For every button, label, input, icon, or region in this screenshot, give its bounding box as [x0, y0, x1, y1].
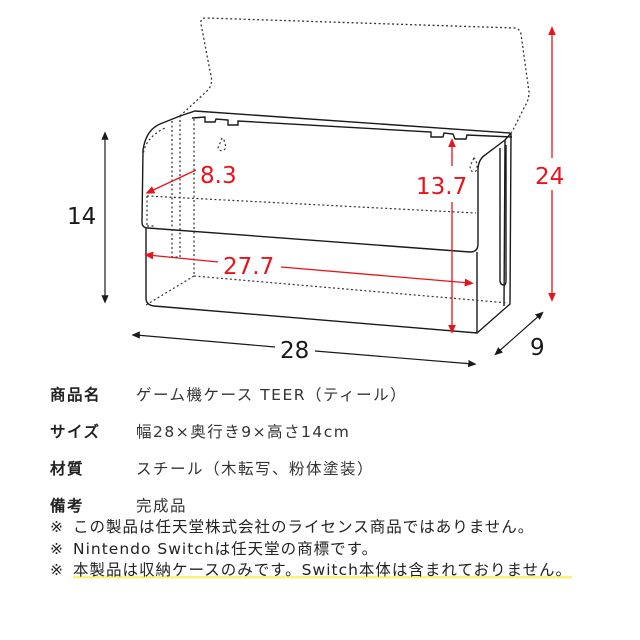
note-license: ※ この製品は任天堂株式会社のライセンス商品ではありません。: [50, 517, 620, 539]
red-dimension-lines: [144, 26, 556, 334]
dim-width: 28: [280, 338, 309, 364]
notes-list: ※ この製品は任天堂株式会社のライセンス商品ではありません。 ※ Nintend…: [50, 517, 620, 582]
spec-table: 商品名 ゲーム機ケース TEER（ティール） サイズ 幅28×奥行き9×高さ14…: [50, 375, 610, 523]
dim-open-height: 24: [535, 164, 564, 190]
open-lid-outline: [179, 17, 530, 133]
spec-row-product-name: 商品名 ゲーム機ケース TEER（ティール）: [50, 375, 610, 412]
dim-inner-depth: 8.3: [200, 163, 237, 189]
box-body: [141, 110, 513, 334]
dim-inner-width: 27.7: [223, 254, 274, 280]
dim-height: 14: [67, 204, 96, 230]
spec-value: スチール（木転写、粉体塗装）: [136, 459, 375, 478]
spec-label: サイズ: [50, 422, 101, 441]
note-text: この製品は任天堂株式会社のライセンス商品ではありません。: [73, 518, 535, 536]
dim-inner-height: 13.7: [416, 174, 467, 200]
spec-value: ゲーム機ケース TEER（ティール）: [136, 385, 408, 404]
spec-value: 完成品: [136, 496, 188, 515]
note-text: Nintendo Switchは任天堂の商標です。: [73, 539, 379, 558]
note-mark: ※: [50, 539, 64, 558]
spec-label: 商品名: [50, 385, 102, 404]
spec-value: 幅28×奥行き9×高さ14cm: [136, 422, 351, 441]
note-trademark: ※ Nintendo Switchは任天堂の商標です。: [50, 539, 620, 561]
spec-label: 材質: [50, 459, 85, 478]
note-mark: ※: [50, 561, 64, 579]
spec-row-remarks: 備考 完成品: [50, 486, 610, 523]
note-contents: ※ 本製品は収納ケースのみです。Switch本体は含まれておりません。: [50, 560, 620, 582]
note-mark: ※: [50, 518, 64, 536]
spec-row-size: サイズ 幅28×奥行き9×高さ14cm: [50, 412, 610, 449]
spec-label: 備考: [50, 496, 85, 515]
black-dimension-lines: [101, 131, 544, 368]
dim-depth: 9: [530, 335, 545, 361]
hidden-edges: [142, 116, 509, 306]
spec-row-material: 材質 スチール（木転写、粉体塗装）: [50, 449, 610, 486]
product-dimension-diagram: 8.3 27.7 13.7 24 14 28 9: [67, 17, 564, 368]
highlighted-note-text: 本製品は収納ケースのみです。Switch本体は含まれておりません。: [73, 561, 573, 579]
